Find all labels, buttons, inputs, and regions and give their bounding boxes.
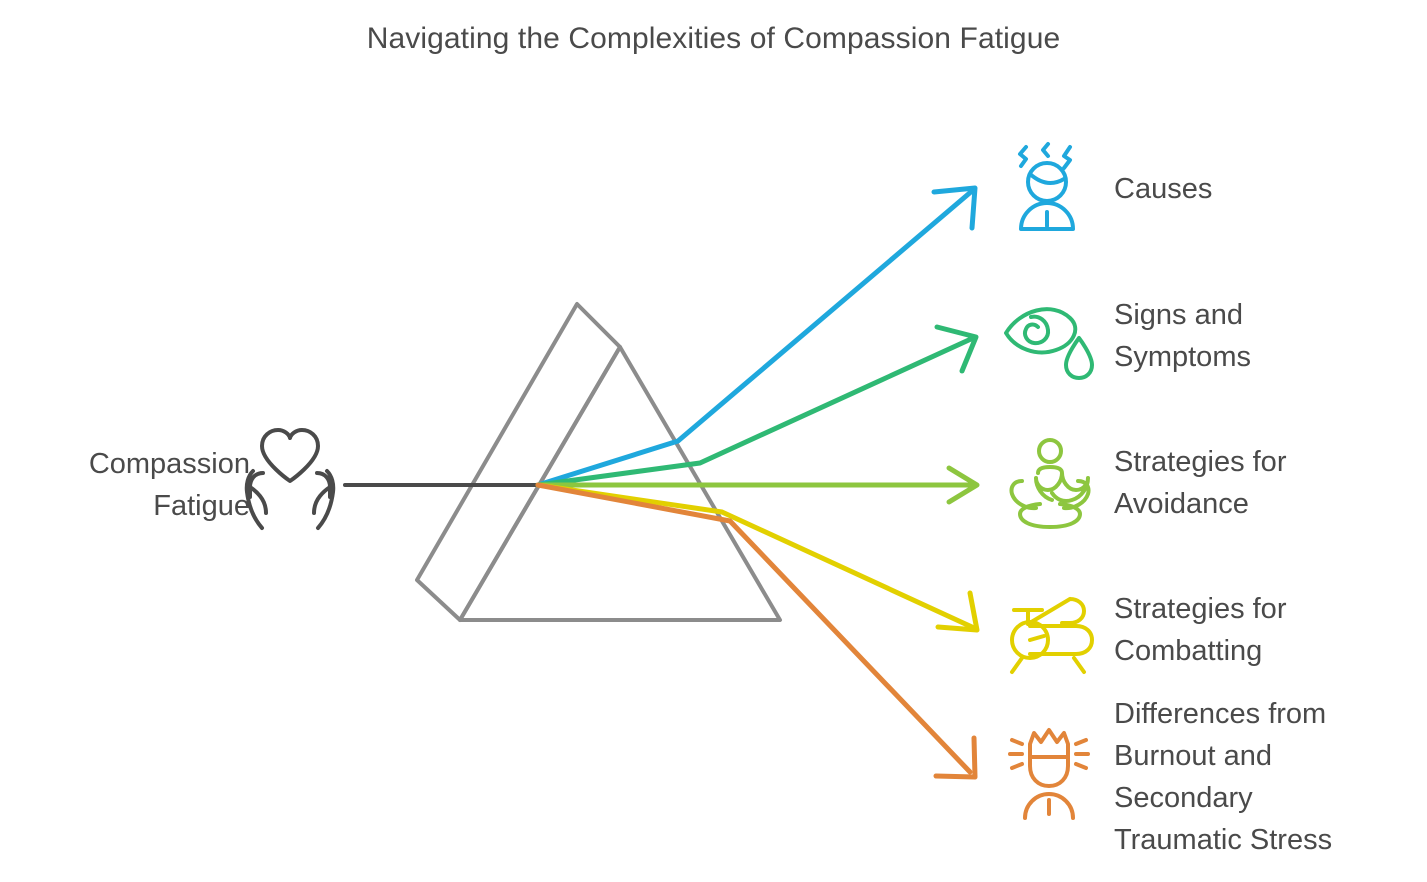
prism-back-face bbox=[415, 302, 622, 622]
meditator-head bbox=[1037, 438, 1063, 464]
bike-feet bbox=[1010, 656, 1086, 674]
ray-strategies-combatting bbox=[535, 482, 980, 633]
meditator-body-arms bbox=[1034, 465, 1090, 504]
ray-signs-symptoms bbox=[535, 324, 979, 488]
left-hand bbox=[244, 469, 268, 530]
ray-strategies-avoidance bbox=[535, 465, 980, 505]
source-label-line-2: Fatigue bbox=[153, 490, 250, 522]
burnout-shoulders bbox=[1023, 792, 1075, 820]
branch-label-line: Differences from bbox=[1114, 698, 1327, 730]
bike-seat-post bbox=[1026, 597, 1086, 626]
head-brow bbox=[1028, 172, 1066, 185]
ray-differences-burnout-arrowhead bbox=[933, 735, 978, 780]
branch-label-line: Signs and bbox=[1114, 299, 1243, 331]
branch-label-line: Causes bbox=[1114, 173, 1213, 205]
branch-label-line: Traumatic Stress bbox=[1114, 824, 1333, 856]
ray-signs-symptoms-path bbox=[535, 336, 974, 488]
eye-pupil-spiral bbox=[1023, 314, 1051, 346]
shoulders bbox=[1019, 201, 1075, 231]
ray-strategies-avoidance-arrowhead bbox=[946, 465, 980, 505]
stress-bolt-left bbox=[1018, 145, 1028, 168]
branch-label-line: Combatting bbox=[1114, 635, 1263, 667]
ray-signs-symptoms-arrowhead bbox=[934, 324, 979, 374]
ray-strategies-combatting-path bbox=[535, 482, 975, 630]
ray-causes-path bbox=[535, 188, 975, 488]
branch-label-line: Symptoms bbox=[1114, 341, 1251, 373]
ray-differences-burnout-path bbox=[535, 482, 973, 775]
meditator-legs bbox=[1009, 479, 1091, 529]
burnout-flame-head bbox=[1028, 728, 1070, 788]
crying-eye-icon bbox=[1004, 307, 1094, 380]
source-label-line-1: Compassion bbox=[88, 448, 250, 480]
heart-in-hands-icon bbox=[244, 428, 336, 530]
ray-causes-arrowhead bbox=[931, 185, 978, 231]
branch-label-causes: Causes bbox=[1114, 168, 1426, 210]
branch-label-strategies-avoidance: Strategies for Avoidance bbox=[1114, 441, 1426, 525]
branch-label-line: Strategies for bbox=[1114, 593, 1287, 625]
stress-bolt-center bbox=[1041, 142, 1050, 158]
ray-causes bbox=[535, 185, 978, 488]
ray-strategies-combatting-arrowhead bbox=[935, 590, 980, 633]
prism-shape bbox=[415, 302, 782, 622]
stressed-head-icon bbox=[1018, 142, 1075, 231]
meditating-person-icon bbox=[1009, 438, 1091, 529]
branch-label-line: Strategies for bbox=[1114, 446, 1287, 478]
burnout-rays-right bbox=[1074, 738, 1090, 770]
branch-label-line: Secondary bbox=[1114, 782, 1253, 814]
page-title: Navigating the Complexities of Compassio… bbox=[366, 22, 1061, 55]
ray-differences-burnout bbox=[535, 482, 978, 780]
burnout-head-icon bbox=[1008, 728, 1090, 820]
branch-label-line: Avoidance bbox=[1114, 488, 1249, 520]
branch-label-strategies-combatting: Strategies for Combatting bbox=[1114, 588, 1426, 672]
bike-pedal bbox=[1028, 634, 1046, 642]
burnout-rays-left bbox=[1008, 738, 1024, 770]
source-node-label: Compassion Fatigue bbox=[10, 443, 250, 527]
exercise-bike-icon bbox=[1010, 597, 1094, 674]
bike-wheel bbox=[1010, 620, 1050, 660]
stress-bolt-right bbox=[1062, 145, 1072, 170]
bike-body bbox=[1028, 624, 1094, 656]
branch-label-line: Burnout and bbox=[1114, 740, 1273, 772]
eye-outline bbox=[1004, 307, 1078, 355]
teardrop bbox=[1064, 336, 1094, 380]
heart-shape bbox=[260, 428, 320, 483]
branch-label-differences-burnout: Differences from Burnout and Secondary T… bbox=[1114, 693, 1426, 861]
branch-label-signs-symptoms: Signs and Symptoms bbox=[1114, 294, 1426, 378]
right-hand bbox=[312, 469, 336, 530]
